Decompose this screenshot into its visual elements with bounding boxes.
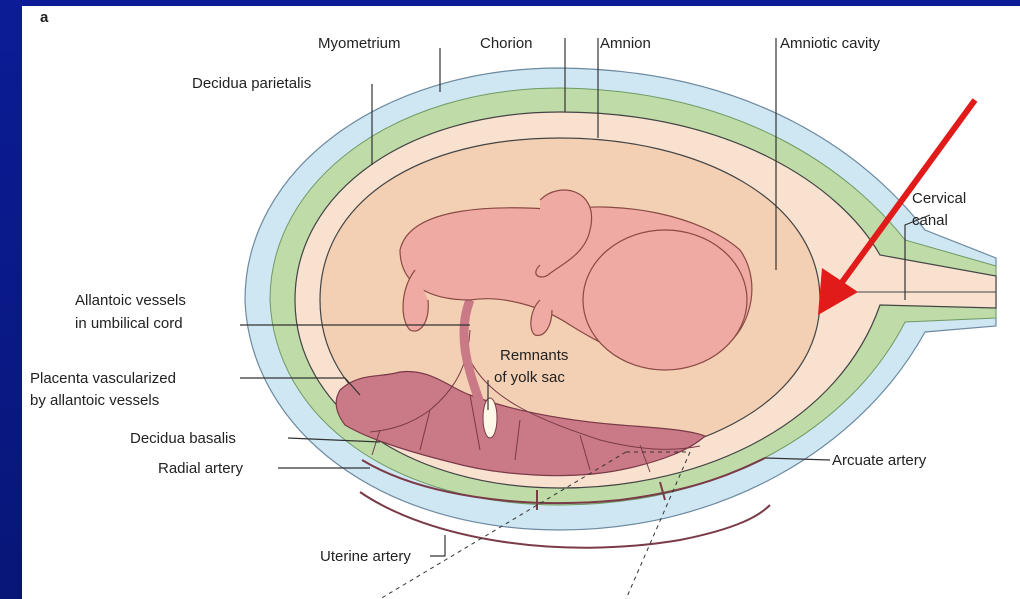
label-amnion: Amnion xyxy=(600,35,651,52)
label-arcuate-artery: Arcuate artery xyxy=(832,452,927,469)
label-cervical-canal-line1: Cervical xyxy=(912,190,966,207)
label-myometrium: Myometrium xyxy=(318,35,401,52)
label-placenta-line1: Placenta vascularized xyxy=(30,370,176,387)
label-remnants-line2: of yolk sac xyxy=(494,369,565,386)
label-cervical-canal-line2: canal xyxy=(912,212,948,229)
label-decidua-basalis: Decidua basalis xyxy=(130,430,236,447)
label-chorion: Chorion xyxy=(480,35,533,52)
label-allantoic-vessels-line1: Allantoic vessels xyxy=(75,292,186,309)
yolk-sac-remnant xyxy=(483,398,497,438)
label-decidua-parietalis: Decidua parietalis xyxy=(192,75,311,92)
label-remnants-line1: Remnants xyxy=(500,347,568,364)
label-amniotic-cavity: Amniotic cavity xyxy=(780,35,881,52)
label-radial-artery: Radial artery xyxy=(158,460,244,477)
label-placenta-line2: by allantoic vessels xyxy=(30,392,159,409)
label-uterine-artery: Uterine artery xyxy=(320,548,411,565)
panel-letter: a xyxy=(40,9,49,26)
label-allantoic-vessels-line2: in umbilical cord xyxy=(75,315,183,332)
